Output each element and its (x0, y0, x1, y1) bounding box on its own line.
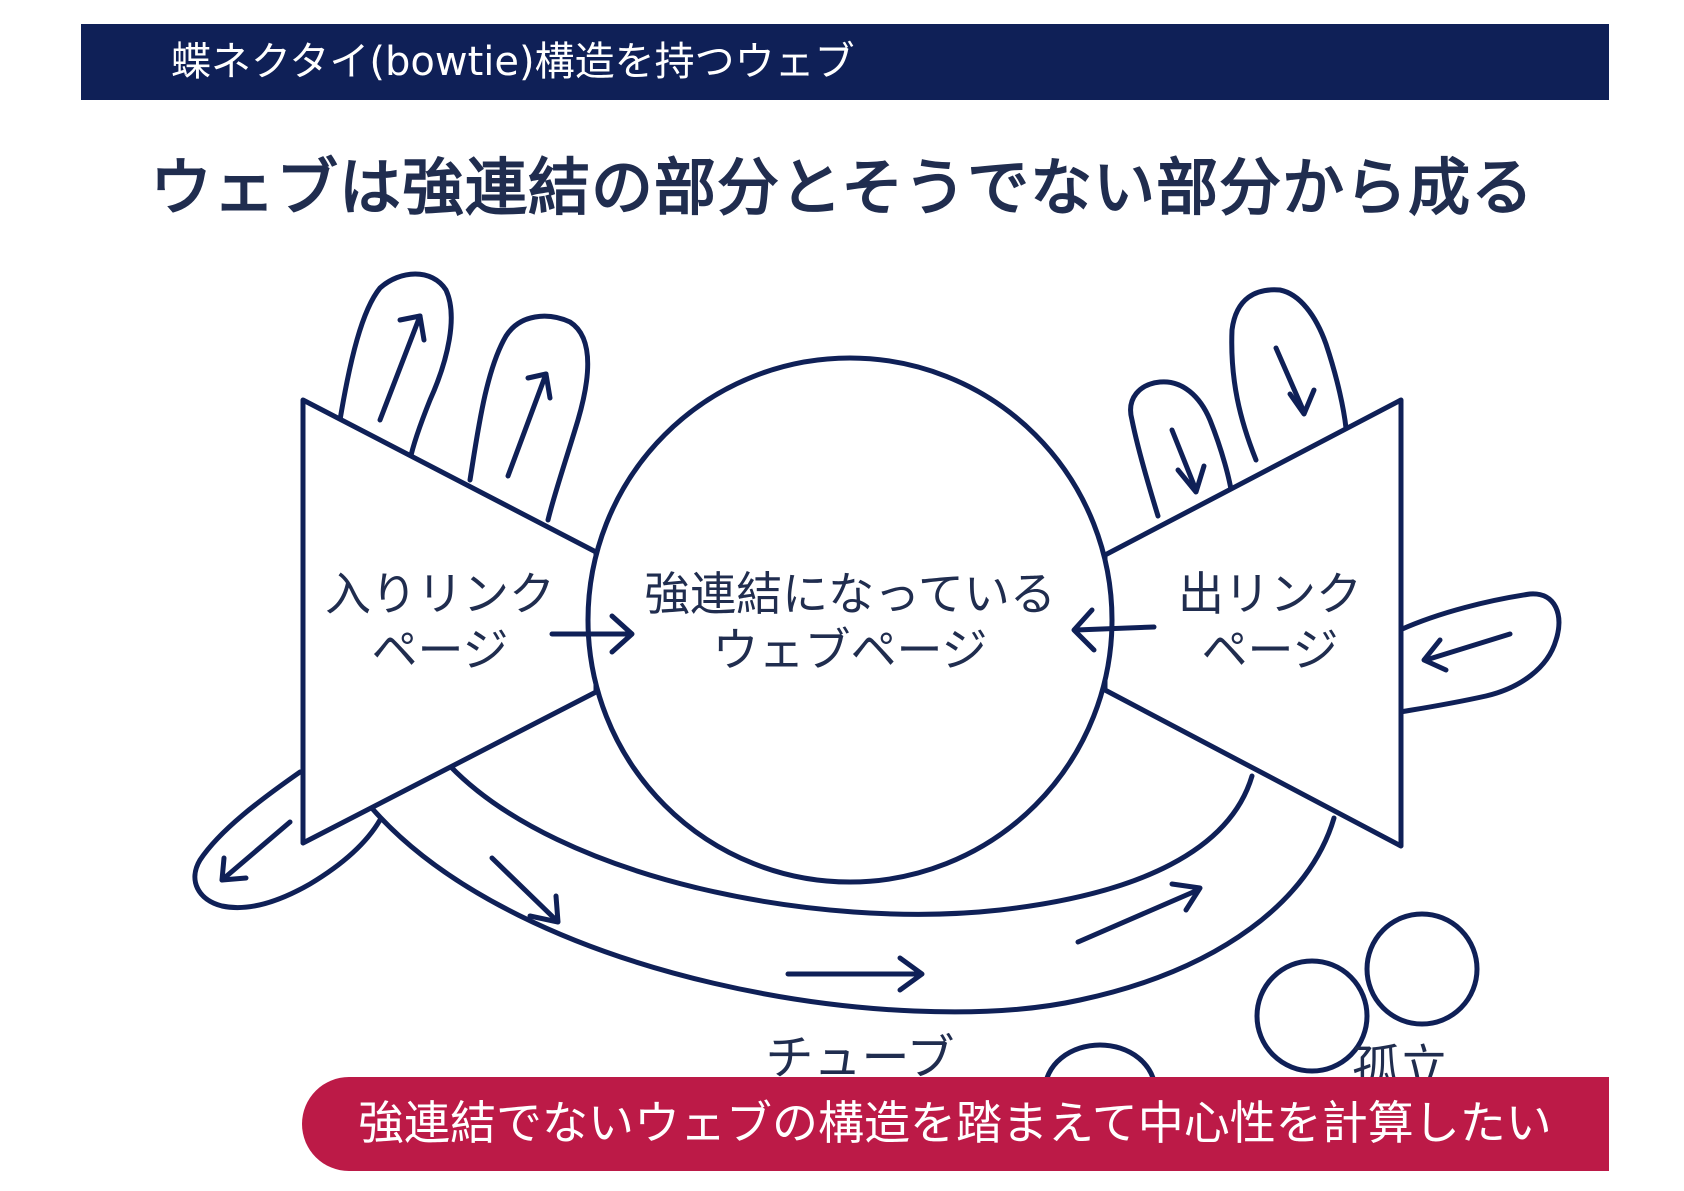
scc-circle (585, 355, 1115, 885)
in-tendril-1 (337, 271, 454, 463)
tube-outer (367, 803, 1337, 1015)
callout-banner: 強連結でないウェブの構造を踏まえて中心性を計算したい (302, 1077, 1609, 1171)
arrowhead-out-tendril-1 (1175, 463, 1207, 495)
in-link-label-line2: ページ (371, 623, 509, 677)
arrowhead-out-tendril-2 (1287, 387, 1317, 417)
scc-label: 強連結になっている ウェブページ (610, 566, 1090, 678)
tube-label: チューブ (765, 1030, 955, 1086)
arrowhead-tube-1 (527, 893, 561, 925)
callout-text: 強連結でないウェブの構造を踏まえて中心性を計算したい (358, 1096, 1552, 1150)
in-tendril-2 (467, 313, 591, 523)
arrow-in-tendril-3 (219, 819, 293, 883)
arrow-in-tendril-1 (377, 313, 423, 423)
arrow-tube-1 (489, 855, 559, 923)
arrow-out-to-scc (1073, 624, 1157, 633)
arrowhead-in-to-scc (609, 613, 635, 655)
isolated-circle-2 (1364, 911, 1480, 1027)
arrow-out-tendril-2 (1273, 345, 1307, 415)
arrow-out-tendril-3 (1423, 631, 1513, 663)
out-link-label: 出リンク ページ (1140, 566, 1400, 678)
arrowhead-in-tendril-1 (397, 313, 427, 343)
header-bar: 蝶ネクタイ(bowtie)構造を持つウェブ (81, 24, 1609, 100)
out-tendril-2 (1229, 287, 1349, 463)
arrowhead-out-to-scc (1071, 607, 1097, 653)
arrow-in-tendril-2 (505, 371, 549, 479)
slide-title: ウェブは強連結の部分とそうでない部分から成る (150, 151, 1535, 224)
out-link-label-line1: 出リンク (1178, 567, 1362, 621)
out-tendril-1 (1128, 379, 1235, 519)
in-link-label-line1: 入りリンク (325, 567, 555, 621)
arrow-out-tendril-1 (1169, 427, 1199, 493)
scc-label-line2: ウェブページ (712, 623, 988, 677)
out-link-label-line2: ページ (1201, 623, 1339, 677)
isolated-circle-1 (1254, 958, 1370, 1074)
arrowhead-out-tendril-3 (1421, 637, 1449, 673)
arrow-tube-3 (1075, 887, 1201, 945)
arrowhead-in-tendril-2 (525, 371, 553, 401)
header-title: 蝶ネクタイ(bowtie)構造を持つウェブ (171, 39, 855, 85)
tube-inner (447, 763, 1255, 917)
arrowhead-tube-2 (897, 955, 925, 993)
in-tendril-3 (192, 769, 383, 911)
in-link-label: 入りリンク ページ (300, 566, 580, 678)
scc-label-line1: 強連結になっている (644, 567, 1056, 621)
arrowhead-in-tendril-3 (219, 855, 249, 883)
arrowhead-tube-3 (1169, 881, 1203, 913)
out-tendril-3 (1397, 591, 1562, 715)
